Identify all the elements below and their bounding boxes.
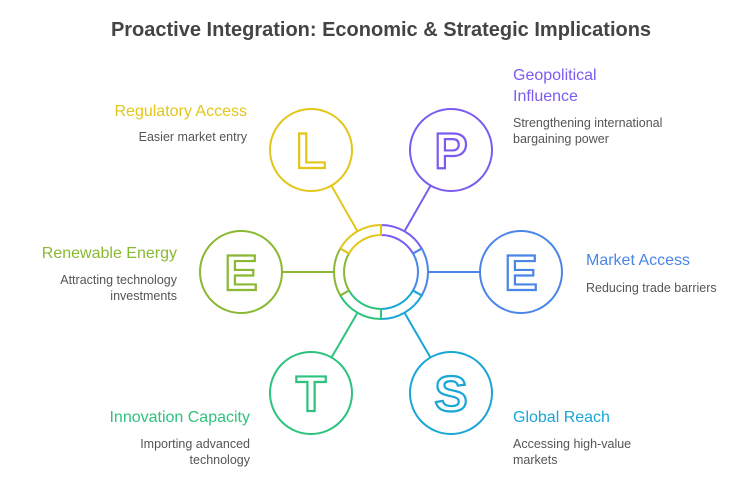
ring-segment	[338, 289, 382, 321]
node-heading: Influence	[513, 88, 578, 105]
node-heading: Regulatory Access	[114, 103, 247, 120]
ring-segment	[380, 223, 424, 255]
node-description: Importing advanced	[140, 437, 250, 451]
node-circle	[409, 351, 493, 435]
node-circle	[199, 230, 283, 314]
node-letter: E	[224, 245, 257, 301]
connector-line	[403, 312, 432, 359]
node-circle	[269, 351, 353, 435]
node-description: markets	[513, 453, 557, 467]
node-letter: S	[434, 366, 467, 422]
node-heading: Geopolitical	[513, 67, 597, 84]
node-circle	[409, 108, 493, 192]
node-heading: Innovation Capacity	[109, 409, 250, 426]
node-description: bargaining power	[513, 132, 609, 146]
ring-segment	[411, 247, 429, 297]
node-letter: L	[296, 123, 327, 179]
diagram-title: Proactive Integration: Economic & Strate…	[111, 19, 651, 41]
node-description: technology	[190, 453, 251, 467]
node-letter: E	[504, 245, 537, 301]
connector-line	[330, 185, 359, 232]
connector-line	[403, 185, 432, 232]
ring-segment	[333, 247, 351, 297]
connector-line	[330, 312, 359, 359]
node-description: Easier market entry	[139, 130, 248, 144]
center-ring	[333, 223, 429, 321]
node-heading: Global Reach	[513, 409, 610, 426]
node-circle	[479, 230, 563, 314]
ring-segment	[338, 223, 382, 255]
node-heading: Market Access	[586, 252, 690, 269]
node-letter: T	[296, 366, 327, 422]
node-circle	[269, 108, 353, 192]
node-description: Attracting technology	[60, 273, 177, 287]
node-description: Reducing trade barriers	[586, 281, 717, 295]
node-description: Strengthening international	[513, 116, 662, 130]
node-letter: P	[434, 123, 467, 179]
ring-segment	[380, 289, 424, 321]
node-heading: Renewable Energy	[42, 245, 177, 262]
node-description: investments	[110, 289, 177, 303]
node-description: Accessing high-value	[513, 437, 631, 451]
